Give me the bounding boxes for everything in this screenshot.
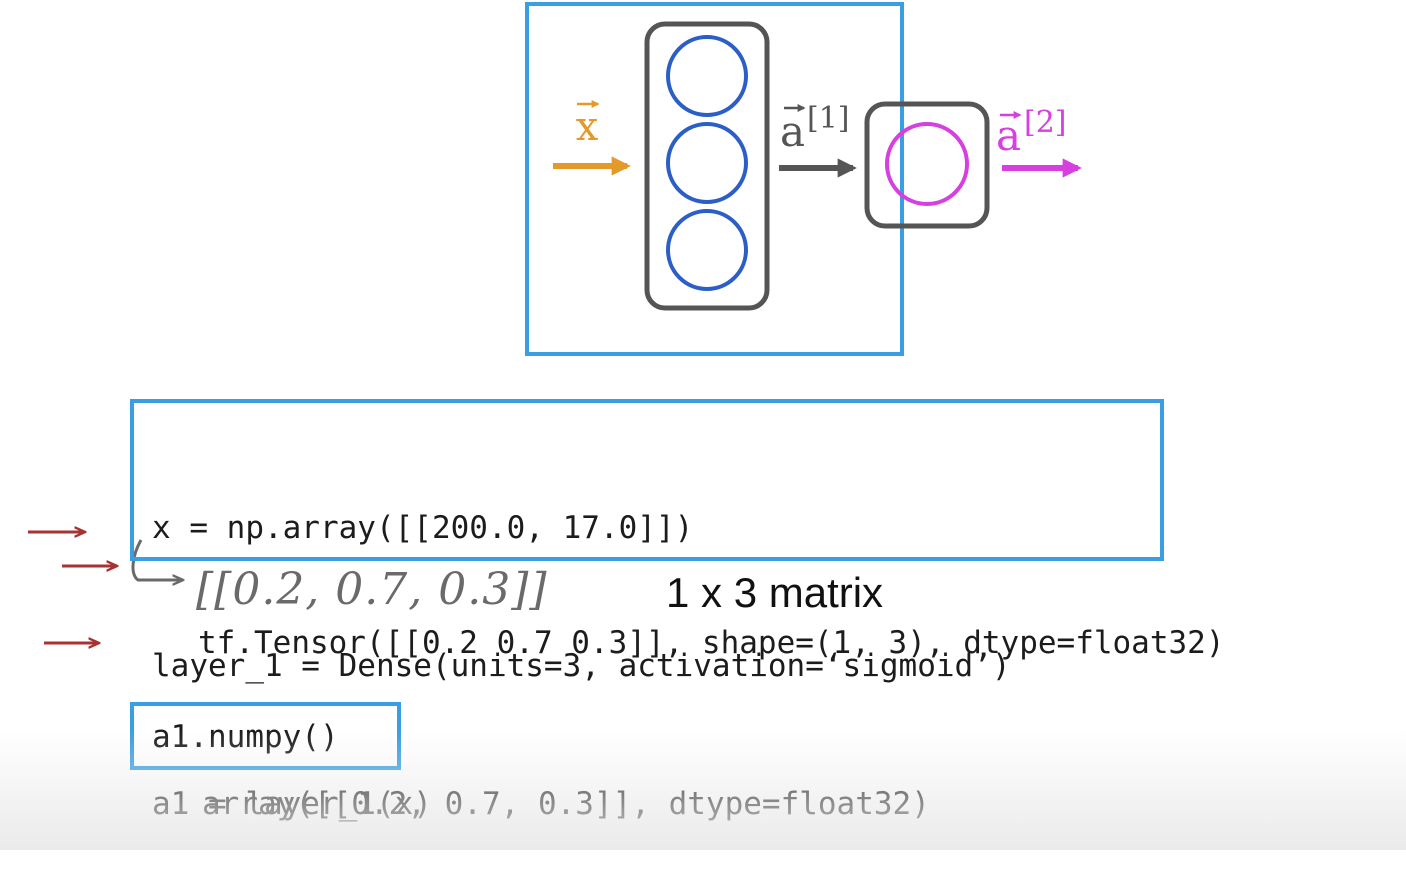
hidden-unit-1 [666,35,748,117]
output-unit [885,122,969,206]
handwritten-value: [[0.2, 0.7, 0.3]] [196,564,548,615]
array-output: array([[0.2, 0.7, 0.3]], dtype=float32) [202,786,930,822]
output-superscript: [2] [1024,105,1067,140]
layer1-box [644,21,770,311]
hidden-unit-2 [666,122,748,204]
tensor-output: tf.Tensor([[0.2 0.7 0.3]], shape=(1, 3),… [198,625,1225,661]
numpy-call: a1.numpy() [152,719,339,755]
layer2-box [864,101,990,229]
code-box [130,399,1164,561]
code-line-x: x = np.array([[200.0, 17.0]]) [152,510,694,546]
hidden-label: a [780,107,805,156]
code-line-layer1: layer_1 = Dense(units=3, activation=‘sig… [152,648,1011,684]
matrix-label: 1 x 3 matrix [666,569,884,616]
output-label: a [996,111,1021,160]
layer1-highlight-box [525,2,904,356]
handwritten-hook-arrow [131,539,182,580]
input-label: x [576,104,599,150]
network-diagram: x a [1] a [2] [28,2,1082,850]
hidden-unit-3 [666,209,748,291]
hidden-superscript: [1] [807,101,850,136]
